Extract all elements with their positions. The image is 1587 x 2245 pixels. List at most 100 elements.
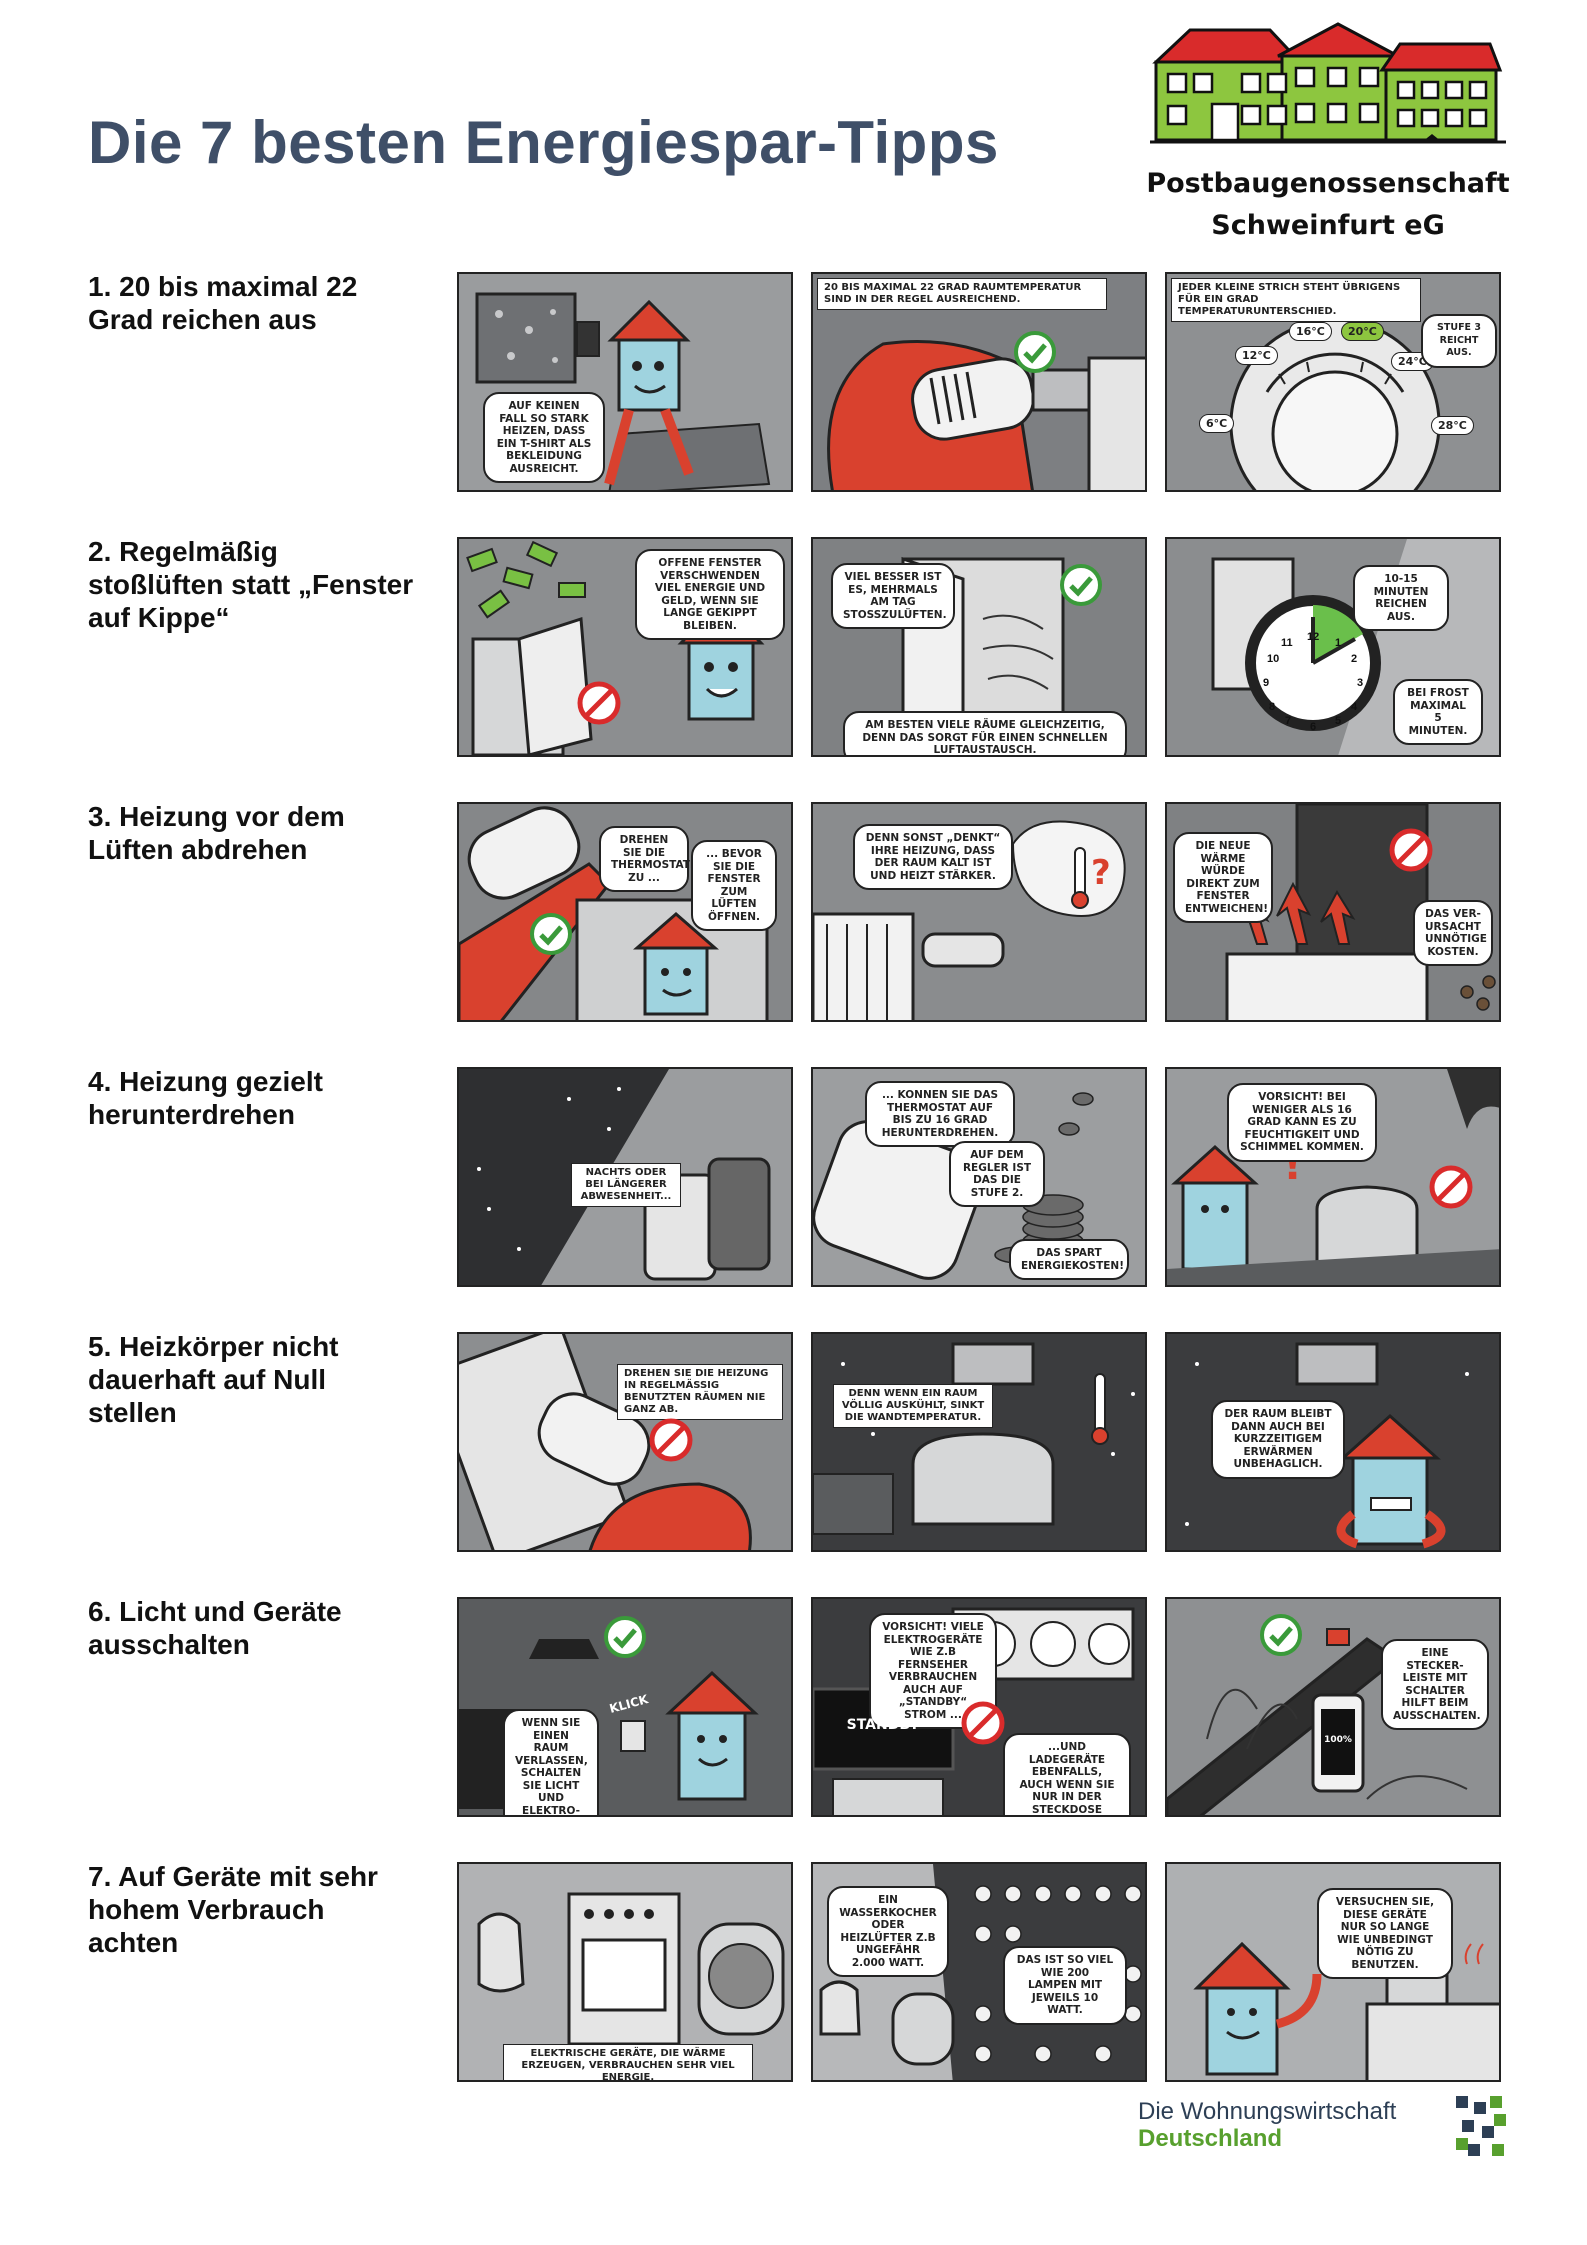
prohibited-icon [577,681,621,725]
speech-bubble: ...UND LADEGERÄTE EBENFALLS, AUCH WENN S… [1003,1733,1131,1815]
check-icon [604,1616,646,1658]
speech-bubble: AUF DEM REGLER IST DAS DIE STUFE 2. [949,1141,1045,1207]
comic-panel: DREHEN SIE DIE THERMOSTATE ZU ... ... BE… [457,802,793,1022]
comic-panel: JEDER KLEINE STRICH STEHT ÜBRIGENS FÜR E… [1165,272,1501,492]
clock-number: 2 [1351,653,1358,665]
speech-bubble: WENN SIE EINEN RAUM VERLASSEN, SCHALTEN … [503,1709,599,1815]
phone-battery-text: 100% [1324,1735,1352,1745]
comic-panel: AUF KEINEN FALL SO STARK HEIZEN, DASS EI… [457,272,793,492]
speech-bubble: DAS VER-URSACHT UNNÖTIGE KOSTEN. [1413,900,1493,966]
clock-number: 11 [1281,637,1293,649]
speech-bubble: VORSICHT! BEI WENIGER ALS 16 GRAD KANN E… [1227,1083,1377,1162]
tip-title: 7. Auf Geräte mit sehr hohem Verbrauch a… [88,1861,378,1958]
comic-panel: ? DENN SONST „DENKT“ IHRE HEIZUNG, DASS … [811,802,1147,1022]
speech-bubble: BEI FROST MAXIMAL 5 MINUTEN. [1393,679,1483,745]
temperature-label: 16°C [1289,322,1332,341]
check-icon [530,913,572,955]
comic-panel: VERSUCHEN SIE, DIESE GERÄTE NUR SO LANGE… [1165,1862,1501,2082]
clock-number: 8 [1269,701,1276,713]
check-icon [1060,564,1102,606]
clock-number: 7 [1285,715,1292,727]
tip-title: 5. Heizkörper nicht dauerhaft auf Null s… [88,1331,339,1428]
footer-line1: Die Wohnungswirtschaft [1138,2098,1397,2125]
tip-title: 2. Regelmäßig stoßlüften statt „Fenster … [88,536,414,633]
svg-text:?: ? [1091,853,1111,893]
caption-box: ELEKTRISCHE GERÄTE, DIE WÄRME ERZEUGEN, … [503,2044,753,2080]
check-icon [1260,1614,1302,1656]
speech-bubble: EINE STECKER-LEISTE MIT SCHALTER HILFT B… [1381,1639,1489,1730]
temperature-label: 28°C [1431,416,1474,435]
caption-box: NACHTS ODER BEI LÄNGERER ABWESENHEIT... [571,1163,681,1207]
caption-box: DENN WENN EIN RAUM VÖLLIG AUSKÜHLT, SINK… [833,1384,993,1428]
speech-bubble: DER RAUM BLEIBT DANN AUCH BEI KURZZEITIG… [1211,1400,1345,1479]
speech-bubble: AM BESTEN VIELE RÄUME GLEICHZEITIG, DENN… [843,711,1127,755]
clock-number: 10 [1267,653,1280,665]
tip-title: 3. Heizung vor dem Lüften abdrehen [88,801,345,865]
clock-number: 4 [1351,701,1358,713]
temperature-label: 6°C [1199,414,1235,433]
gdw-logo-icon [1456,2096,1506,2156]
speech-bubble: ... KONNEN SIE DAS THERMOSTAT AUF BIS ZU… [865,1081,1015,1147]
tip-4: 4. Heizung gezielt herunterdrehen [88,1065,418,1131]
clock-number: 5 [1335,715,1342,727]
comic-panel: NACHTS ODER BEI LÄNGERER ABWESENHEIT... [457,1067,793,1287]
comic-panel: 20 BIS MAXIMAL 22 GRAD RAUMTEMPERATUR SI… [811,272,1147,492]
tip-3: 3. Heizung vor dem Lüften abdrehen [88,800,418,866]
page-title: Die 7 besten Energiespar-Tipps [88,109,999,176]
speech-bubble: OFFENE FENSTER VERSCHWENDEN VIEL ENERGIE… [635,549,785,640]
comic-panel: DREHEN SIE DIE HEIZUNG IN REGELMÄSSIG BE… [457,1332,793,1552]
comic-panel: EIN WASSERKOCHER ODER HEIZLÜFTER Z.B UNG… [811,1862,1147,2082]
check-icon [1014,331,1056,373]
temperature-label: 24°C [1391,352,1434,371]
clock-number: 3 [1357,677,1364,689]
comic-panel: DER RAUM BLEIBT DANN AUCH BEI KURZZEITIG… [1165,1332,1501,1552]
comic-panel: 12 1 2 3 4 5 6 7 8 9 10 11 10-15 MINUTEN… [1165,537,1501,757]
comic-panel: ! VORSICHT! BEI WENIGER ALS 16 GRAD KANN… [1165,1067,1501,1287]
comic-panel: EINE STECKER-LEISTE MIT SCHALTER HILFT B… [1165,1597,1501,1817]
footer-brand: Die Wohnungswirtschaft Deutschland [1138,2098,1396,2152]
speech-bubble: 10-15 MINUTEN REICHEN AUS. [1353,565,1449,631]
tip-5: 5. Heizkörper nicht dauerhaft auf Null s… [88,1330,418,1429]
tip-6: 6. Licht und Geräte ausschalten [88,1595,418,1661]
speech-bubble: AUF KEINEN FALL SO STARK HEIZEN, DASS EI… [483,392,605,483]
tip-2: 2. Regelmäßig stoßlüften statt „Fenster … [88,535,418,634]
speech-bubble: EIN WASSERKOCHER ODER HEIZLÜFTER Z.B UNG… [827,1886,949,1977]
temperature-label-highlighted: 20°C [1341,322,1384,341]
comic-panel: WENN SIE EINEN RAUM VERLASSEN, SCHALTEN … [457,1597,793,1817]
logo-name-line2: Schweinfurt eG [1211,210,1445,241]
speech-bubble: STUFE 3 REICHT AUS. [1421,314,1497,368]
tip-title: 4. Heizung gezielt herunterdrehen [88,1066,323,1130]
speech-bubble: DAS SPART ENERGIEKOSTEN! [1009,1239,1129,1280]
speech-bubble: VERSUCHEN SIE, DIESE GERÄTE NUR SO LANGE… [1317,1888,1453,1979]
speech-bubble: DIE NEUE WÄRME WÜRDE DIREKT ZUM FENSTER … [1173,832,1273,923]
comic-panel: DENN WENN EIN RAUM VÖLLIG AUSKÜHLT, SINK… [811,1332,1147,1552]
clock-number: 12 [1307,631,1320,643]
clock-number: 9 [1263,677,1270,689]
caption-box: 20 BIS MAXIMAL 22 GRAD RAUMTEMPERATUR SI… [817,278,1107,310]
comic-panel: DIE NEUE WÄRME WÜRDE DIREKT ZUM FENSTER … [1165,802,1501,1022]
comic-panel: ELEKTRISCHE GERÄTE, DIE WÄRME ERZEUGEN, … [457,1862,793,2082]
speech-bubble: DAS IST SO VIEL WIE 200 LAMPEN MIT JEWEI… [1003,1946,1127,2025]
speech-bubble: DENN SONST „DENKT“ IHRE HEIZUNG, DASS DE… [853,824,1013,890]
tip-title: 6. Licht und Geräte ausschalten [88,1596,342,1660]
comic-panel: VORSICHT! VIELE ELEKTROGERÄTE WIE Z.B FE… [811,1597,1147,1817]
footer-line2: Deutschland [1138,2125,1283,2152]
temperature-label: 12°C [1235,346,1278,365]
comic-panel: ... KONNEN SIE DAS THERMOSTAT AUF BIS ZU… [811,1067,1147,1287]
comic-panel: OFFENE FENSTER VERSCHWENDEN VIEL ENERGIE… [457,537,793,757]
logo-name-line1: Postbaugenossenschaft [1146,168,1510,199]
speech-bubble: DREHEN SIE DIE THERMOSTATE ZU ... [599,826,697,892]
tip-title: 1. 20 bis maximal 22 Grad reichen aus [88,271,358,335]
caption-box: JEDER KLEINE STRICH STEHT ÜBRIGENS FÜR E… [1171,278,1421,322]
prohibited-icon [961,1701,1005,1745]
clock-number: 6 [1310,721,1317,733]
cooperative-logo: Postbaugenossenschaft Schweinfurt eG [1138,22,1518,252]
houses-logo-icon [1150,22,1506,144]
prohibited-icon [1389,828,1433,872]
tv-screen-text: STANDBY [846,1717,920,1733]
prohibited-icon [649,1418,693,1462]
speech-bubble: VIEL BESSER IST ES, MEHRMALS AM TAG STOS… [831,563,955,629]
comic-panel: VIEL BESSER IST ES, MEHRMALS AM TAG STOS… [811,537,1147,757]
caption-box: DREHEN SIE DIE HEIZUNG IN REGELMÄSSIG BE… [617,1364,783,1420]
prohibited-icon [1429,1165,1473,1209]
